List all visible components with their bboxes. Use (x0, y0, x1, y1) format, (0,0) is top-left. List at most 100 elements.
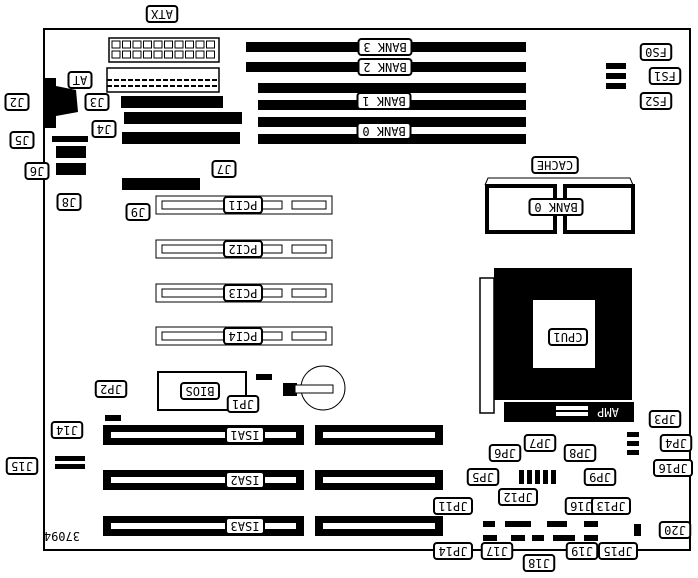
svg-text:BANK 0: BANK 0 (534, 200, 577, 214)
svg-text:J4: J4 (97, 122, 111, 136)
svg-text:JP16: JP16 (659, 461, 688, 475)
jp5-jumper (519, 470, 524, 484)
jp11-jumper (483, 521, 495, 527)
svg-text:AT: AT (73, 73, 87, 87)
svg-text:PCI3: PCI3 (229, 286, 258, 300)
cpu-socket (479, 268, 634, 422)
isa-slot-1 (103, 425, 443, 445)
jp12-jumper (505, 521, 531, 527)
svg-text:JP7: JP7 (529, 436, 551, 450)
svg-text:FS2: FS2 (645, 94, 667, 108)
j16-jumper (547, 521, 567, 527)
jp12-label: JP12 (498, 488, 538, 506)
jp14-jumper (483, 535, 497, 541)
atx-power-connector (108, 37, 220, 63)
j18-jumper (532, 535, 544, 541)
svg-text:CACHE: CACHE (537, 158, 573, 172)
amp-label: AMP (597, 405, 619, 419)
fs0-jumper (606, 63, 626, 69)
j15-label: J15 (5, 457, 39, 475)
svg-text:JP4: JP4 (665, 436, 687, 450)
at-power-connector (106, 67, 220, 93)
jp7-label: JP7 (523, 434, 557, 452)
j18-label: J18 (522, 554, 556, 572)
jp9-jumper (551, 470, 556, 484)
jp16-label: JP16 (653, 459, 693, 477)
j3-header (121, 96, 223, 108)
fs0-label: FS0 (639, 43, 673, 61)
fs1-jumper (606, 73, 626, 79)
svg-text:J17: J17 (486, 544, 508, 558)
j9-label: J9 (125, 203, 151, 221)
j7-header (122, 132, 240, 144)
svg-text:JP9: JP9 (589, 470, 611, 484)
svg-text:JP1: JP1 (232, 397, 254, 411)
svg-text:BANK 2: BANK 2 (363, 60, 406, 74)
jp3-label: JP3 (648, 410, 682, 428)
j8-label: J8 (56, 193, 82, 211)
svg-text:JP5: JP5 (472, 470, 494, 484)
jp11-label: JP11 (433, 497, 473, 515)
svg-text:PCI2: PCI2 (229, 242, 258, 256)
cache-bank0-label: BANK 0 (528, 198, 584, 216)
svg-text:J14: J14 (56, 423, 78, 437)
jp1-jumper (256, 374, 272, 380)
battery (283, 365, 346, 411)
svg-text:ISA1: ISA1 (231, 428, 260, 442)
svg-text:JP2: JP2 (100, 382, 122, 396)
svg-text:J16: J16 (570, 499, 592, 513)
svg-text:JP15: JP15 (604, 544, 633, 558)
jp6-label: JP6 (488, 444, 522, 462)
j20-jumper (634, 524, 641, 536)
fs1-label: FS1 (648, 67, 682, 85)
isa3-label: ISA3 (225, 517, 265, 535)
jp4-label: JP4 (659, 434, 693, 452)
bank3-label: BANK 3 (357, 38, 413, 56)
j17-jumper (511, 535, 525, 541)
pci1-label: PCI1 (223, 196, 263, 214)
svg-text:JP11: JP11 (439, 499, 468, 513)
jp13-label: JP13 (591, 497, 631, 515)
svg-text:ATX: ATX (150, 7, 172, 21)
svg-text:JP14: JP14 (439, 544, 468, 558)
svg-text:J9: J9 (131, 205, 145, 219)
j6-label: J6 (24, 162, 50, 180)
svg-text:CPU1: CPU1 (554, 330, 583, 344)
svg-text:J18: J18 (528, 556, 550, 570)
isa-slot-3 (103, 516, 443, 536)
jp15-label: JP15 (598, 542, 638, 560)
j6-header (56, 146, 86, 158)
jp16-jumper (627, 450, 639, 455)
board-outline (43, 28, 691, 551)
isa1-label: ISA1 (225, 426, 265, 444)
board-id: 37094 (44, 529, 80, 543)
j17-label: J17 (480, 542, 514, 560)
jp8-label: JP8 (563, 444, 597, 462)
svg-text:JP12: JP12 (504, 490, 533, 504)
at-label: AT (67, 71, 93, 89)
svg-text:ISA2: ISA2 (231, 473, 260, 487)
jp9-label: JP9 (583, 468, 617, 486)
j19-jumper (553, 535, 575, 541)
j7-label: J7 (211, 160, 237, 178)
svg-text:J5: J5 (15, 133, 29, 147)
svg-text:AMP: AMP (597, 405, 619, 419)
svg-text:BANK 1: BANK 1 (362, 94, 405, 108)
j2-label: J2 (4, 93, 30, 111)
svg-text:ISA3: ISA3 (231, 519, 260, 533)
jp13-jumper (584, 521, 598, 527)
jp6-jumper (527, 470, 532, 484)
jp15-jumper (584, 535, 598, 541)
svg-text:JP8: JP8 (569, 446, 591, 460)
j9-header (122, 178, 200, 190)
j14-label: J14 (50, 421, 84, 439)
svg-text:J15: J15 (11, 459, 33, 473)
svg-text:BANK 3: BANK 3 (363, 40, 406, 54)
j2-connector (44, 78, 78, 128)
isa2-label: ISA2 (225, 471, 265, 489)
svg-text:PCI4: PCI4 (229, 329, 258, 343)
j5-header (52, 136, 88, 142)
svg-text:BANK 0: BANK 0 (362, 124, 405, 138)
jp1-label: JP1 (226, 395, 260, 413)
